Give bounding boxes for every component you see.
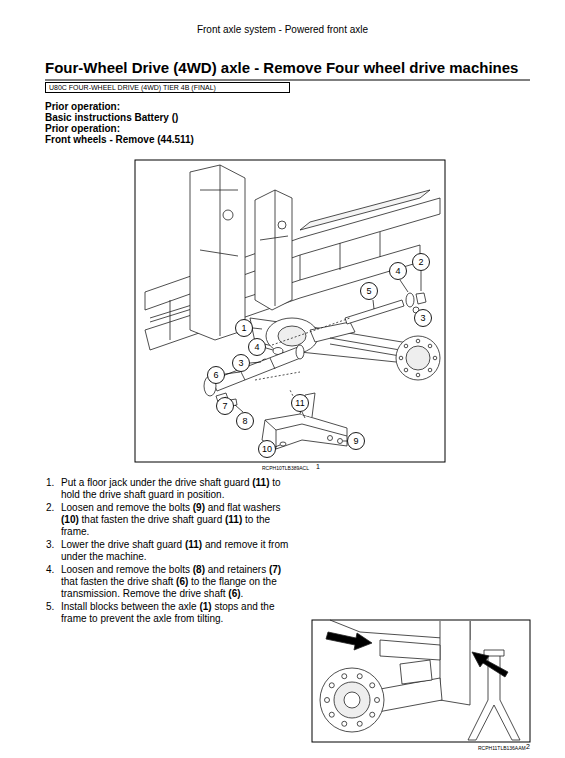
callout-number: 1 [234,322,254,334]
bolt [338,439,343,444]
hub-bolt [416,339,420,343]
callout-number: 2 [411,256,431,268]
frame-tower [255,190,292,310]
model-tab: U80C FOUR-WHEEL DRIVE (4WD) TIER 4B (FIN… [45,82,290,93]
hub-bolt [416,373,420,377]
figure-frame [312,620,530,742]
step-number: 4. [46,564,54,576]
callout-number: 3 [413,312,433,324]
hub-bolt [404,344,408,348]
step-text: Put a floor jack under the drive shaft g… [61,477,299,501]
washer [280,442,286,446]
page-label: Prior operation: [45,123,120,135]
hub-bolt [329,683,334,688]
page-label: Prior operation: [45,101,120,113]
callout-number: 10 [257,443,277,455]
hub-bolt [329,712,334,717]
page-label: 1 [316,463,320,471]
drive-shaft-guard [262,414,347,449]
pivot-shaft [345,300,404,324]
hub-bolt [357,721,362,726]
figure-frame [135,160,445,462]
page-title: Four-Wheel Drive (4WD) axle - Remove Fou… [45,59,518,77]
wheel-hub [396,336,440,380]
step-number: 5. [46,601,54,613]
step-text: Lower the drive shaft guard (11) and rem… [61,539,299,563]
title-rule [45,80,530,81]
callout-number: 4 [388,265,408,277]
hub-bolt [342,721,347,726]
model-text: U80C FOUR-WHEEL DRIVE (4WD) TIER 4B (FIN… [49,83,286,92]
hub-bolt [357,674,362,679]
hub-bolt [370,712,375,717]
callout-number: 5 [359,285,379,297]
axle-stop [380,640,440,660]
page-label: 2 [526,743,530,751]
page-label: Front wheels - Remove (44.511) [45,134,194,146]
page-label: RCPH11TLB136AAM [478,745,526,751]
frame-tower [190,165,245,340]
axle-illustration [145,165,440,449]
pointer-arrow [326,632,372,650]
page-label: RCPH10TLB389ACL [262,465,309,471]
hub-bolt [375,698,380,703]
callout-number: 6 [206,369,226,381]
hub-bolt [433,356,437,360]
page-label: Front axle system - Powered front axle [0,24,565,36]
hub-bolt [342,674,347,679]
hub-bolt [399,356,403,360]
step-number: 2. [46,502,54,514]
callout-number: 8 [235,415,255,427]
frame [440,621,470,705]
callout-number: 7 [215,400,235,412]
callout-number: 4 [247,341,267,353]
hub-bolt [428,344,432,348]
step-text: Loosen and remove the bolts (8) and reta… [61,564,299,600]
hub-bolt [404,368,408,372]
step-text: Install blocks between the axle (1) stop… [61,601,299,625]
hub-bolt [370,683,375,688]
callout-number: 11 [290,397,310,409]
differential [266,318,318,354]
step-text: Loosen and remove the bolts (9) and flat… [61,502,299,538]
hub-bolt [428,368,432,372]
bolt [328,436,333,441]
bolt [416,293,426,304]
hub-bolt [325,698,330,703]
wheel-hub [320,668,384,732]
washer [406,293,414,307]
step-number: 1. [46,477,54,489]
page-label: Basic instructions Battery () [45,112,178,124]
pointer-arrow [472,652,508,677]
callout-number: 9 [346,435,366,447]
axle-stop-illustration [320,620,520,740]
leader-lines [223,271,421,447]
callout-number: 3 [231,357,251,369]
step-number: 3. [46,539,54,551]
